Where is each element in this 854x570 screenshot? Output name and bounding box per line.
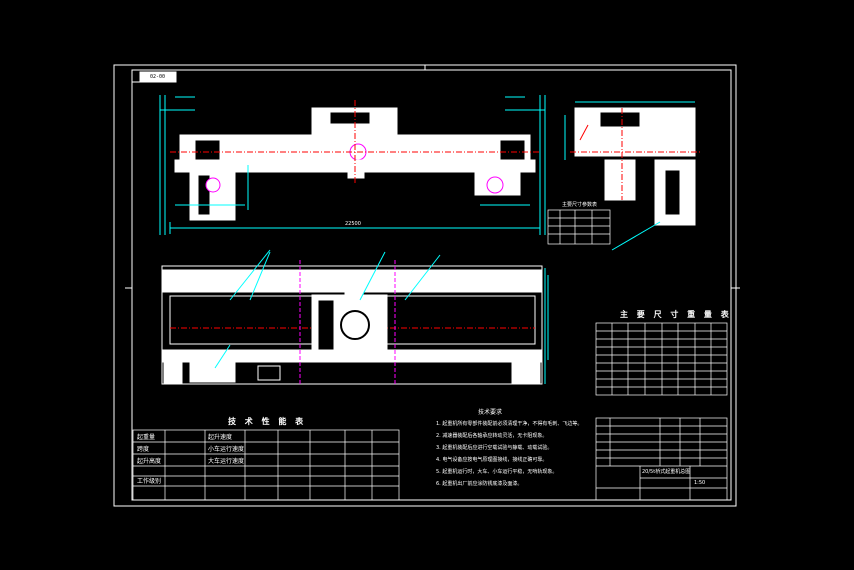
front-elevation-view: [159, 95, 546, 235]
tech-performance-table: [132, 429, 400, 501]
tech-requirement-item: 6. 起重机出厂前应涂防锈底漆及面漆。: [436, 481, 523, 487]
tech-requirement-item: 1. 起重机所有零部件装配前必须清理干净，不得有毛刺、飞边等。: [436, 421, 583, 427]
tech-requirement-item: 4. 电气设备应按电气原理图接线，接线正确可靠。: [436, 457, 548, 463]
tech-row-5: 大车运行速度: [208, 458, 245, 465]
tech-requirements-list: 1. 起重机所有零部件装配前必须清理干净，不得有毛刺、飞边等。 2. 减速器装配…: [436, 418, 586, 490]
plan-view: [161, 249, 549, 385]
side-view: [564, 101, 700, 251]
main-dims-table-title: 主 要 尺 寸 重 量 表: [620, 310, 732, 319]
tech-row-6: 工作级别: [137, 478, 162, 485]
small-params-table: [547, 209, 611, 245]
tech-performance-table-title: 技 术 性 能 表: [228, 417, 307, 426]
tech-row-1: 跨度: [137, 446, 150, 453]
drawing-number-tag: 02-00: [148, 74, 168, 80]
title-block: [595, 417, 728, 501]
main-dims-table: [595, 322, 728, 396]
tech-row-3: 起升速度: [208, 434, 233, 441]
tech-row-2: 起升高度: [137, 458, 162, 465]
tech-requirement-item: 2. 减速器装配后各轴承应转动灵活，无卡阻现象。: [436, 433, 548, 439]
tech-requirement-item: 3. 起重机装配后应进行空载试验与静载、动载试验。: [436, 445, 553, 451]
tech-row-4: 小车运行速度: [208, 446, 245, 453]
small-table-title: 主要尺寸参数表: [562, 202, 598, 208]
title-block-name: 20/5t桥式起重机总图: [642, 469, 691, 475]
tech-requirements-title: 技术要求: [478, 409, 503, 416]
tech-row-0: 起重量: [137, 434, 156, 441]
overall-dimension-label: 22500: [345, 221, 361, 227]
title-block-scale: 1:50: [694, 480, 706, 486]
tech-requirement-item: 5. 起重机运行时，大车、小车运行平稳，无啃轨现象。: [436, 469, 558, 475]
